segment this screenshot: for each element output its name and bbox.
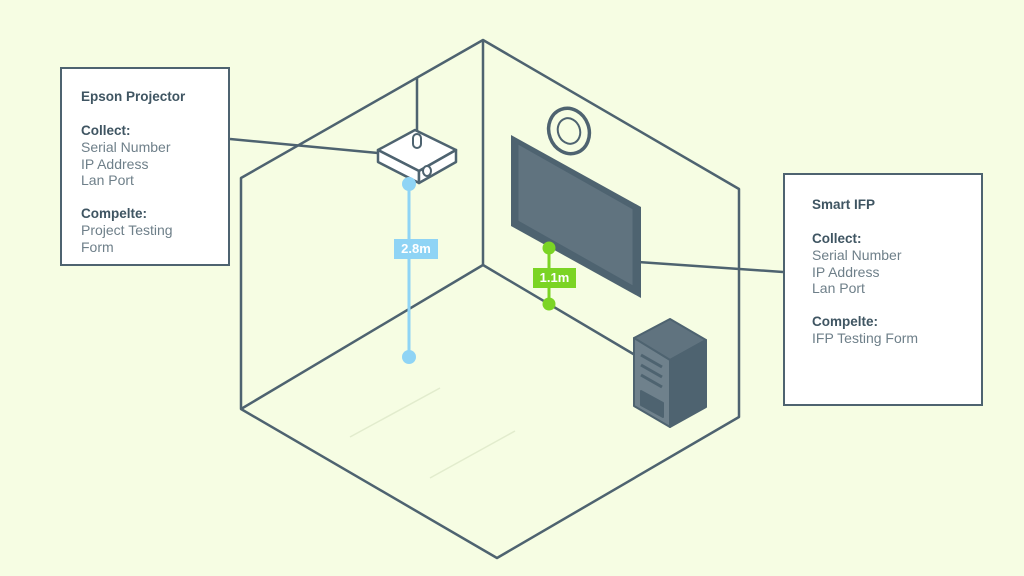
smart-ifp-card: Smart IFP Collect: Serial Number IP Addr… — [783, 173, 983, 406]
floor-guides — [349, 387, 516, 479]
complete-heading: Compelte: — [81, 205, 148, 221]
collect-item: Serial Number — [81, 139, 171, 155]
computer-tower-icon — [633, 318, 707, 428]
connector-lines — [229, 137, 784, 274]
collect-item: Lan Port — [81, 172, 134, 188]
projector-height-label: 2.8m — [394, 239, 438, 259]
ceiling-speaker-icon — [546, 106, 592, 156]
collect-item: IP Address — [812, 263, 880, 280]
smart-display-icon — [511, 135, 641, 298]
projector-icon — [376, 77, 458, 185]
projector-height-measure — [402, 177, 416, 364]
collect-item: Lan Port — [812, 280, 865, 296]
complete-item: IFP Testing Form — [812, 330, 919, 346]
complete-heading: Compelte: — [812, 313, 879, 329]
collect-item: IP Address — [81, 155, 149, 172]
card-title: Epson Projector — [81, 89, 186, 104]
card-title: Smart IFP — [812, 197, 876, 212]
complete-item: Project Testing Form — [81, 222, 173, 255]
collect-item: Serial Number — [812, 247, 902, 263]
collect-heading: Collect: — [81, 122, 131, 138]
epson-projector-card: Epson Projector Collect: Serial Number I… — [60, 67, 230, 266]
room-outline — [239, 38, 741, 560]
ifp-height-label: 1.1m — [533, 268, 576, 288]
collect-heading: Collect: — [812, 230, 862, 246]
